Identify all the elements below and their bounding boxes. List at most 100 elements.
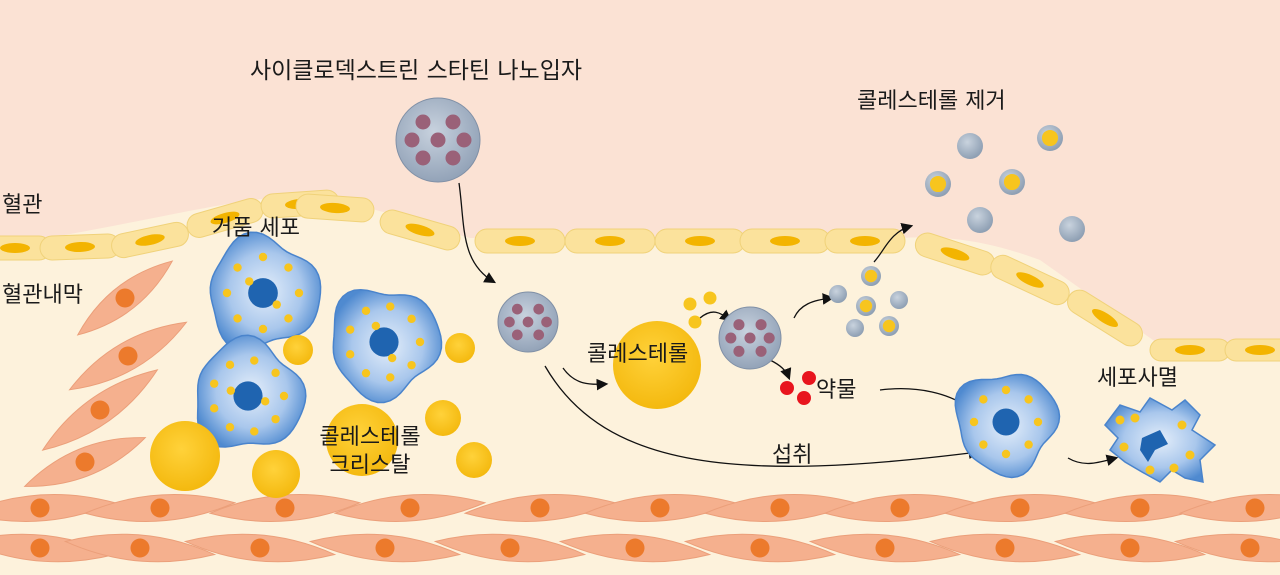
lipid-droplet: [345, 350, 355, 359]
lipid-droplet: [250, 356, 259, 365]
lipid-droplet: [407, 314, 416, 324]
lipid-droplet: [969, 417, 979, 427]
smooth-muscle-nucleus: [650, 498, 670, 518]
endothelial-nucleus: [135, 234, 165, 246]
lipid-droplet: [1024, 440, 1033, 449]
statin-payload: [763, 332, 775, 344]
treatment-region: [395, 97, 1217, 483]
carrier-cholesterol: [1041, 129, 1059, 147]
lipid-droplet: [1169, 463, 1179, 473]
smooth-muscle-nucleus: [115, 288, 135, 308]
endothelial-cell: [474, 228, 566, 254]
process-arrow: [544, 365, 981, 467]
cholesterol-droplet: [613, 321, 701, 409]
carrier-shell: [846, 319, 864, 337]
cholesterol-removal-label: 콜레스테롤 제거: [857, 89, 1006, 114]
loaded-carrier: [879, 316, 899, 336]
lipid-droplet: [284, 314, 293, 323]
smooth-muscle-cell: [76, 260, 174, 336]
drug-molecule: [797, 391, 811, 405]
nanoparticle: [395, 97, 481, 183]
lipid-droplet: [407, 360, 416, 370]
cholesterol-particle: [703, 291, 717, 305]
drug-molecule: [802, 371, 816, 385]
smooth-muscle-cell: [1063, 494, 1217, 522]
statin-payload: [725, 332, 737, 344]
carrier-shell: [829, 285, 847, 303]
carrier-cholesterol: [929, 175, 947, 193]
lipid-droplet: [386, 373, 395, 382]
cholesterol-crystal: [252, 450, 300, 498]
foam-cell-nucleus: [248, 278, 278, 308]
crystal-label-line1: 콜레스테롤: [319, 425, 421, 450]
endothelial-nucleus: [1016, 272, 1044, 288]
lipid-droplet: [258, 324, 268, 334]
cholesterol-label: 콜레스테롤: [587, 342, 689, 367]
empty-carrier: [967, 207, 993, 233]
smooth-muscle-cell: [68, 321, 188, 391]
blood-vessel-label: 혈관: [2, 193, 43, 218]
smooth-muscle-nucleus: [995, 538, 1015, 558]
drug-molecule: [780, 381, 794, 395]
endothelial-nucleus: [685, 236, 715, 246]
statin-payload: [456, 132, 472, 148]
smooth-muscle-nucleus: [1240, 538, 1260, 558]
cholesterol-crystal: [425, 400, 461, 436]
lipid-droplet: [361, 306, 371, 316]
endothelial-cell: [0, 235, 52, 261]
process-arrow: [1067, 454, 1119, 466]
loaded-carrier: [999, 169, 1025, 195]
endothelial-cell: [379, 209, 461, 251]
nanoparticle: [497, 291, 559, 353]
carrier-shell: [1059, 216, 1085, 242]
smooth-muscle-nucleus: [375, 538, 395, 558]
endothelial-cell: [295, 193, 375, 223]
smooth-muscle-nucleus: [400, 498, 420, 518]
lipid-droplet: [209, 379, 219, 388]
endothelium-layer: [0, 189, 1280, 362]
lipid-droplet: [1115, 415, 1125, 425]
endothelial-nucleus: [595, 236, 625, 246]
foam-cell: [196, 334, 307, 448]
smooth-muscle-cell: [928, 533, 1082, 563]
smooth-muscle-nucleus: [130, 538, 150, 558]
foam-cell-nucleus: [369, 327, 399, 357]
smooth-muscle-cell: [333, 494, 487, 522]
statin-payload: [755, 319, 767, 331]
lipid-droplet: [284, 263, 293, 272]
lipid-droplet: [294, 288, 304, 298]
foam-cell: [332, 288, 443, 404]
lipid-droplet: [979, 395, 988, 404]
statin-payload: [541, 316, 552, 328]
smooth-muscle-nucleus: [1120, 538, 1140, 558]
smooth-muscle-nucleus: [530, 498, 550, 518]
vessel-lumen: [0, 0, 1280, 345]
lipid-droplet: [386, 302, 395, 311]
cholesterol-crystal: [326, 404, 398, 476]
cholesterol-crystal: [150, 421, 220, 491]
smooth-muscle-nucleus: [1010, 498, 1030, 518]
smooth-muscle-nucleus: [875, 538, 895, 558]
statin-payload: [755, 345, 767, 357]
statin-payload: [415, 114, 431, 130]
endothelial-nucleus: [1245, 345, 1275, 355]
endothelial-cell: [1224, 338, 1280, 362]
lipid-droplet: [225, 360, 235, 370]
endothelial-nucleus: [505, 236, 535, 246]
lipid-droplet: [209, 404, 219, 413]
lipid-droplet: [361, 368, 371, 378]
endothelial-nucleus: [770, 236, 800, 246]
endothelial-nucleus: [65, 241, 95, 253]
statin-payload: [733, 345, 745, 357]
lipid-droplet: [225, 422, 235, 432]
lipid-droplet: [271, 414, 280, 424]
smooth-muscle-cell: [63, 533, 217, 563]
lipid-droplet: [226, 386, 236, 395]
foam-cell: [954, 373, 1061, 479]
smooth-muscle-cell: [558, 533, 712, 563]
carrier-cholesterol: [859, 299, 873, 313]
lipid-droplet: [271, 368, 280, 378]
lipid-droplet: [415, 337, 425, 347]
lipid-droplet: [1177, 420, 1187, 430]
